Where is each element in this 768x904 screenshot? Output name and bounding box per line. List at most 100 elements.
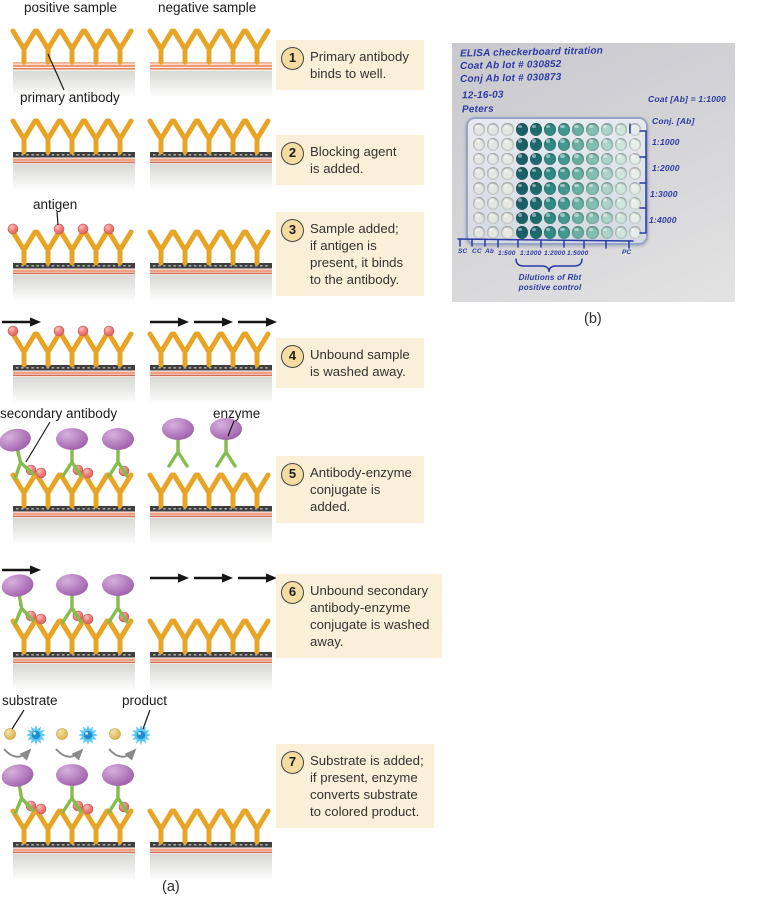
- plate-well: [628, 182, 641, 195]
- plate-well: [501, 137, 514, 151]
- step-number-badge: 2: [281, 142, 304, 165]
- conj-dilution-label: 1:3000: [650, 189, 678, 199]
- step-number-badge: 4: [281, 345, 304, 368]
- plate-well: [501, 196, 514, 210]
- plate-well: [487, 137, 500, 151]
- plate-well: [473, 182, 486, 195]
- step-number-badge: 7: [281, 751, 304, 774]
- step-number-badge: 6: [281, 581, 304, 604]
- plate-well: [614, 196, 627, 210]
- plate-well: [628, 211, 641, 225]
- plate-column-label: 1:2000: [544, 250, 566, 257]
- plate-well: [501, 182, 514, 195]
- plate-well: [529, 226, 542, 239]
- enzyme-label: enzyme: [213, 406, 261, 421]
- plate-well: [543, 167, 556, 180]
- plate-well: [628, 152, 641, 166]
- step-callout-2: 2 Blocking agent is added.: [276, 135, 424, 185]
- plate-well: [543, 123, 556, 136]
- substrate-pointer: [11, 709, 25, 730]
- product-icon: [75, 722, 101, 748]
- plate-well: [558, 167, 571, 180]
- checkerboard-photo: ELISA checkerboard titration Coat Ab lot…: [452, 43, 735, 302]
- plate-well: [529, 182, 542, 195]
- photo-ink-marks: [457, 123, 647, 273]
- substrate-icon: [109, 728, 121, 740]
- plate-well: [487, 226, 500, 239]
- antigen-label: antigen: [33, 197, 78, 212]
- plate-well: [501, 211, 514, 225]
- product-label: product: [122, 693, 168, 708]
- plate-well: [515, 182, 528, 195]
- step-text: Primary antibody binds to well.: [310, 49, 409, 81]
- step6-row: [0, 564, 279, 692]
- plate-well: [487, 123, 500, 136]
- panel-a-label: (a): [162, 879, 180, 895]
- plate-well: [628, 196, 641, 210]
- plate-well: [586, 211, 599, 225]
- secondary-antibody-label: secondary antibody: [0, 406, 118, 421]
- step-number-badge: 1: [281, 47, 304, 70]
- negative-sample-header: negative sample: [158, 0, 257, 15]
- primary-antibody-label: primary antibody: [20, 90, 120, 105]
- plate-well: [543, 137, 556, 151]
- conj-ab-label: Conj. [Ab]: [652, 116, 695, 126]
- plate-well: [572, 167, 585, 180]
- step-text: Antibody-enzyme conjugate is added.: [310, 465, 412, 514]
- step3-row: [7, 211, 273, 303]
- plate-well: [600, 211, 613, 225]
- plate-well: [558, 137, 571, 151]
- step-number-badge: 5: [281, 463, 304, 486]
- plate-well: [586, 226, 599, 239]
- plate-well: [515, 211, 528, 225]
- plate-well: [558, 226, 571, 239]
- plate-well: [529, 211, 542, 225]
- conj-dilution-label: 1:1000: [652, 137, 680, 147]
- substrate-label: substrate: [2, 693, 58, 708]
- plate-well: [473, 137, 486, 151]
- step-callout-3: 3 Sample added; if antigen is present, i…: [276, 212, 424, 296]
- microtiter-plate: [466, 117, 648, 245]
- plate-well: [558, 123, 571, 136]
- plate-well: [487, 196, 500, 210]
- plate-well: [473, 211, 486, 225]
- plate-well: [558, 211, 571, 225]
- plate-well: [529, 137, 542, 151]
- step-text: Blocking agent is added.: [310, 144, 397, 176]
- panel-b-label: (b): [584, 311, 602, 327]
- plate-well: [515, 167, 528, 180]
- product-icon: [23, 722, 49, 748]
- plate-well: [473, 226, 486, 239]
- step-callout-7: 7 Substrate is added; if present, enzyme…: [276, 744, 434, 828]
- product-icon: [128, 722, 154, 748]
- plate-well: [515, 152, 528, 166]
- plate-well: [614, 123, 627, 136]
- plate-well: [586, 152, 599, 166]
- plate-wells: [473, 123, 641, 239]
- plate-well: [501, 226, 514, 239]
- step-callout-4: 4 Unbound sample is washed away.: [276, 338, 424, 388]
- step1-row: [13, 31, 272, 98]
- plate-well: [543, 226, 556, 239]
- plate-well: [558, 182, 571, 195]
- plate-well: [600, 137, 613, 151]
- plate-well: [473, 167, 486, 180]
- plate-well: [614, 211, 627, 225]
- plate-well: [600, 226, 613, 239]
- plate-well: [572, 226, 585, 239]
- plate-well: [515, 137, 528, 151]
- step-text: Substrate is added; if present, enzyme c…: [310, 753, 424, 819]
- plate-well: [487, 182, 500, 195]
- plate-well: [572, 196, 585, 210]
- coat-ab-label: Coat [Ab] = 1:1000: [648, 94, 726, 104]
- step-text: Unbound sample is washed away.: [310, 347, 410, 379]
- plate-column-label: Ab: [485, 248, 495, 255]
- plate-well: [473, 152, 486, 166]
- plate-well: [614, 167, 627, 180]
- plate-well: [529, 152, 542, 166]
- plate-well: [572, 182, 585, 195]
- plate-well: [614, 137, 627, 151]
- conj-dilution-label: 1:2000: [652, 163, 680, 173]
- product-pointer: [142, 709, 151, 730]
- plate-well: [487, 211, 500, 225]
